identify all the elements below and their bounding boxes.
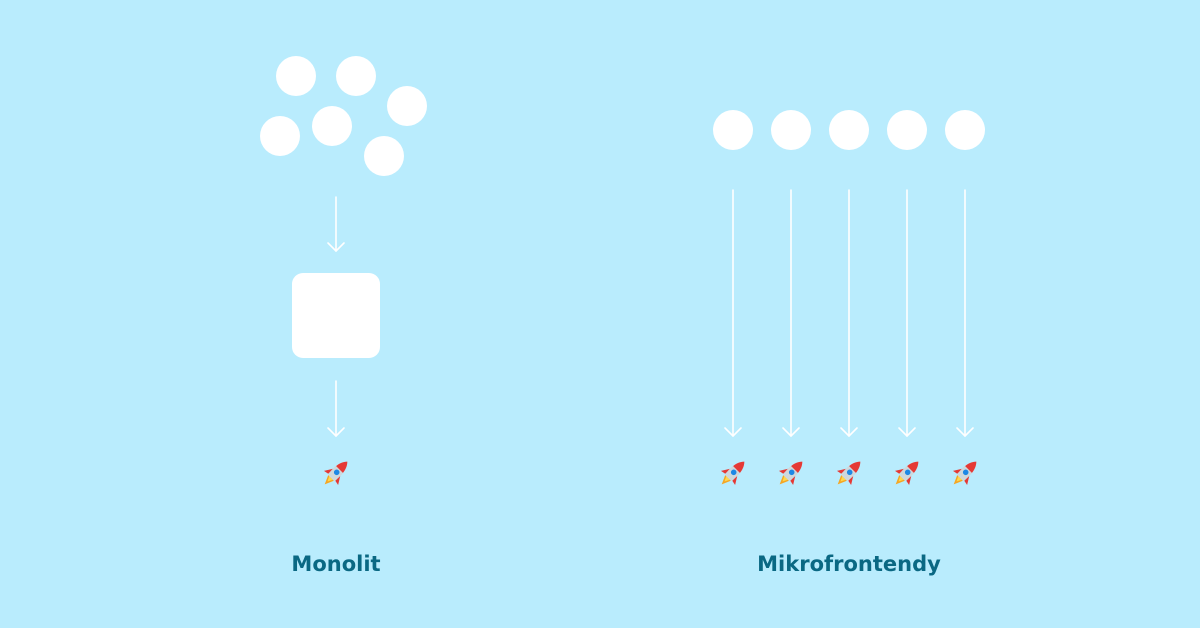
monolith-component bbox=[336, 56, 376, 96]
monolith-component bbox=[312, 106, 352, 146]
rocket-icon bbox=[323, 461, 348, 486]
monolith-component bbox=[387, 86, 427, 126]
monolith-component bbox=[364, 136, 404, 176]
rocket-icon bbox=[836, 461, 861, 486]
rocket-icon bbox=[720, 461, 745, 486]
monolith-component bbox=[276, 56, 316, 96]
rocket-icon bbox=[894, 461, 919, 486]
arrow-icon bbox=[327, 196, 345, 252]
rocket-icon bbox=[952, 461, 977, 486]
microfrontend-component bbox=[887, 110, 927, 150]
arrow-icon bbox=[782, 189, 800, 437]
microfrontend-component bbox=[945, 110, 985, 150]
microfrontend-component bbox=[771, 110, 811, 150]
microfrontends-label: Mikrofrontendy bbox=[757, 552, 941, 576]
arrow-icon bbox=[840, 189, 858, 437]
arrow-icon bbox=[956, 189, 974, 437]
monolith-bundle-box bbox=[292, 273, 380, 358]
monolith-component bbox=[260, 116, 300, 156]
arrow-icon bbox=[724, 189, 742, 437]
arrow-icon bbox=[898, 189, 916, 437]
arrow-icon bbox=[327, 380, 345, 437]
rocket-icon bbox=[778, 461, 803, 486]
monolith-label: Monolit bbox=[291, 552, 381, 576]
microfrontend-component bbox=[829, 110, 869, 150]
microfrontend-component bbox=[713, 110, 753, 150]
